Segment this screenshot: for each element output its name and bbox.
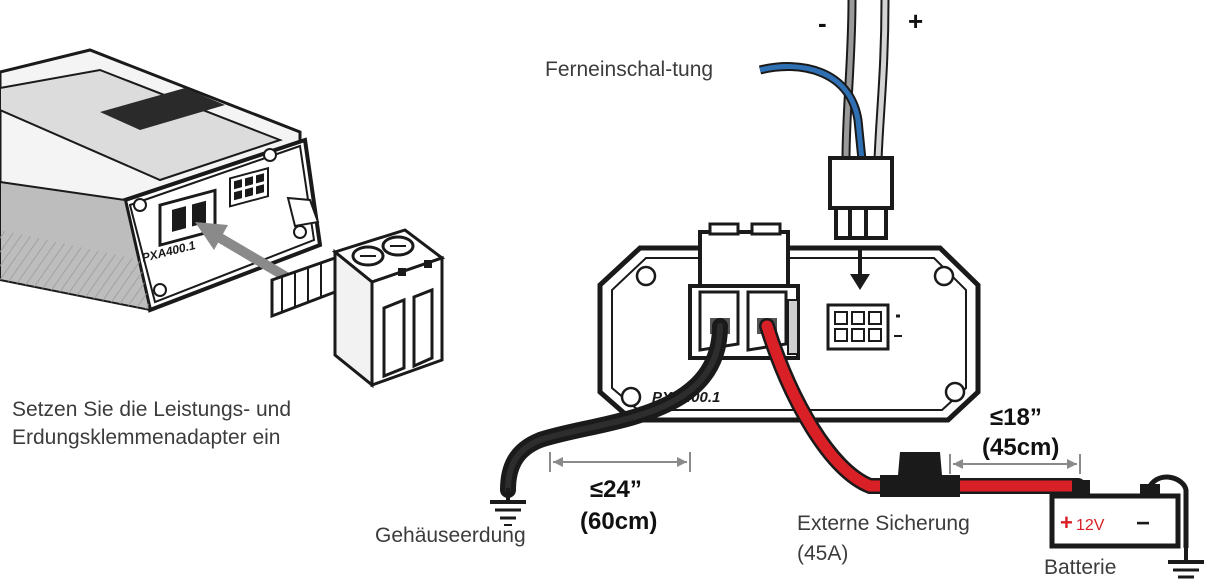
remote-and-power-leads (758, 0, 894, 290)
install-instruction-line-1: Setzen Sie die Leistungs- und (12, 398, 292, 421)
remote-turn-on-label: Ferneinschal-tung (545, 58, 714, 81)
screw-icon (635, 265, 657, 287)
plus-terminal-label: + (908, 6, 924, 36)
external-fuse-label: Externe Sicherung (797, 512, 970, 535)
battery-label: Batterie (1044, 556, 1117, 579)
power-wire (759, 318, 1086, 497)
fuse-length-cm: (45cm) (982, 434, 1060, 461)
ground-symbol-icon (490, 488, 526, 526)
install-instruction-line-2: Erdungsklemmenadapter ein (12, 426, 281, 449)
external-fuse-rating: (45A) (797, 542, 849, 565)
chassis-ground-label: Gehäuseerdung (375, 524, 526, 547)
screw-icon (620, 386, 642, 408)
arrow-down-icon (850, 274, 870, 290)
ground-length-inches: ≤24” (590, 476, 642, 503)
battery-ground-icon (1168, 548, 1204, 579)
minus-terminal-label: - (818, 8, 827, 38)
battery-icon: + 12V − (1049, 474, 1204, 579)
amplifier-perspective-illustration: PXA400.1 (0, 48, 323, 313)
ground-wire (490, 318, 728, 526)
battery-voltage-label: 12V (1076, 517, 1105, 534)
dimension-24in (549, 452, 691, 472)
screw-icon (944, 381, 966, 403)
terminal-adapter-illustration (270, 228, 446, 389)
fuse-holder-icon (880, 452, 960, 497)
battery-minus-sign: − (1136, 510, 1150, 537)
fuse-length-inches: ≤18” (990, 404, 1042, 431)
ground-length-cm: (60cm) (580, 508, 658, 535)
dimension-18in (949, 454, 1081, 474)
screw-icon (933, 265, 955, 287)
battery-plus-sign: + (1060, 510, 1073, 535)
